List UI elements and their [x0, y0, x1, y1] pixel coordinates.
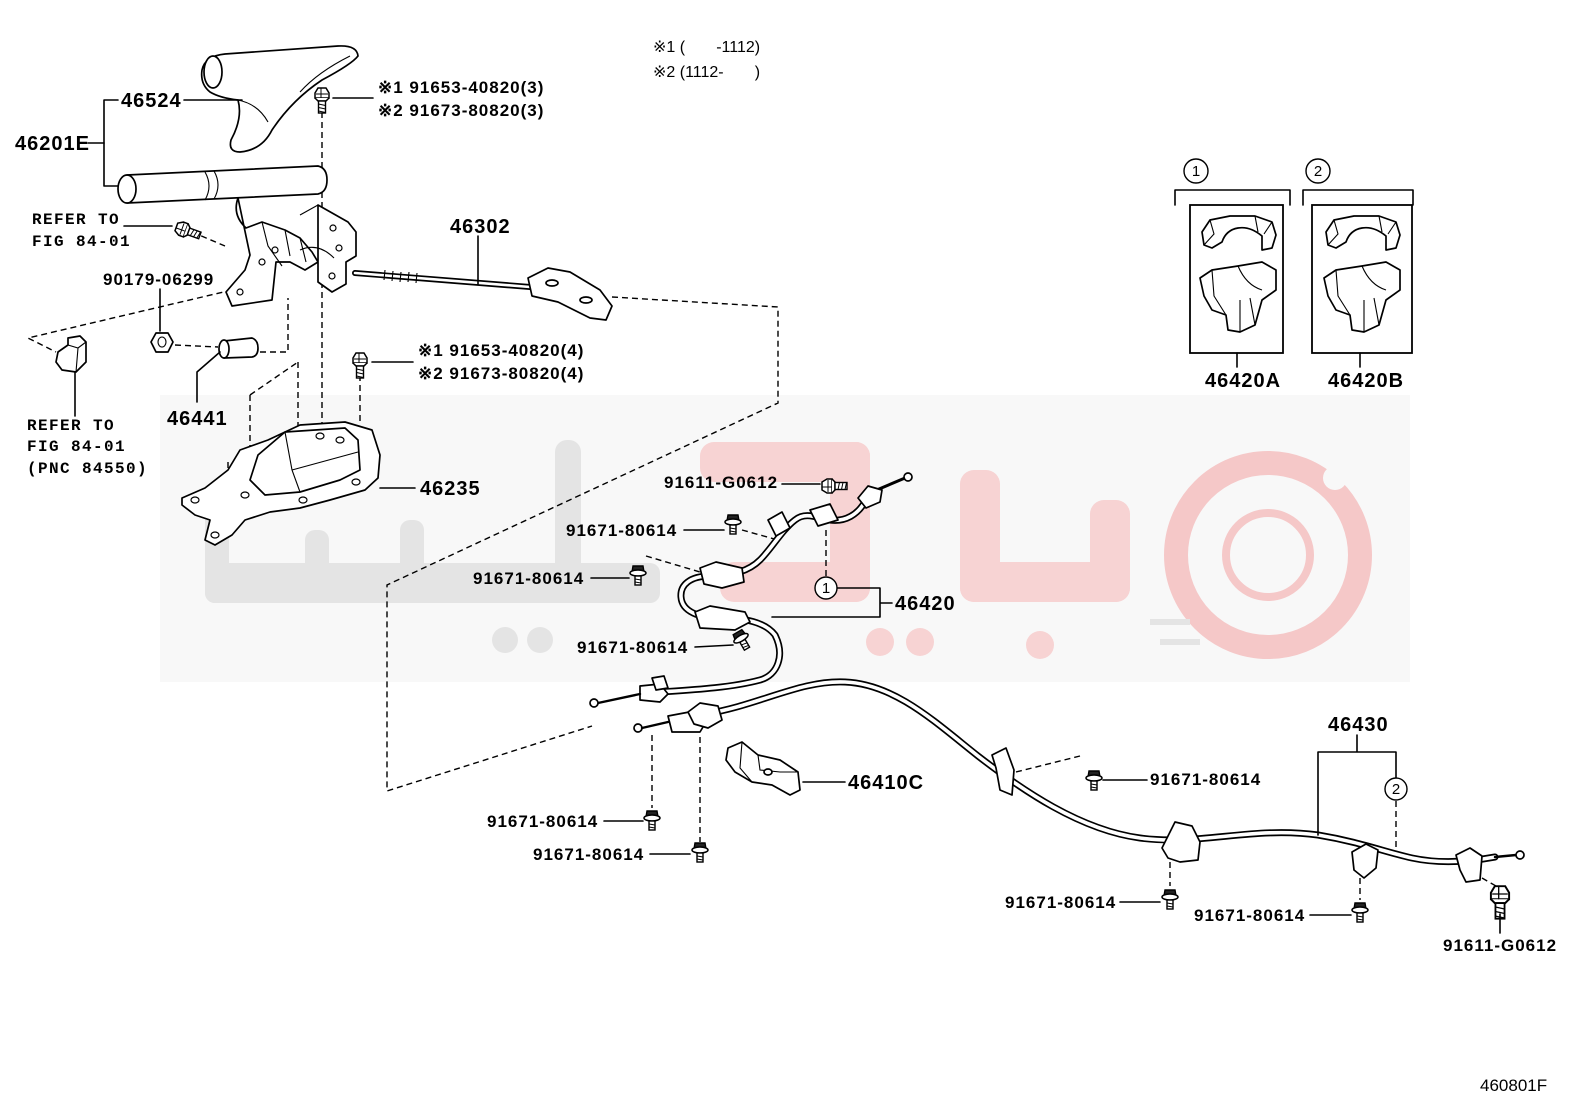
- label-ref-bottom-line-3: (PNC 84550): [27, 460, 148, 478]
- nut: [150, 332, 174, 353]
- inset-marker-2: 2: [1314, 163, 1322, 180]
- label-rod: 46302: [450, 216, 511, 238]
- label-rear-cable: 46430: [1328, 714, 1389, 736]
- illustration-code: 460801F: [1480, 1076, 1547, 1095]
- label-lever-bolt-2: ※2 91673-80820(3): [378, 101, 544, 120]
- label-bolt: 91671-80614: [577, 638, 688, 657]
- flange-bolt-icon: [691, 842, 709, 863]
- label-ref-top-line-1: REFER TO: [32, 211, 120, 229]
- label-nut: 90179-06299: [103, 270, 214, 289]
- label-bolt: 91671-80614: [1194, 906, 1305, 925]
- label-lever-subassy: 46201E: [15, 133, 90, 155]
- rod-with-equalizer: [352, 267, 613, 321]
- reference-bolt-icon: [173, 219, 203, 243]
- marker-1-label: 1: [822, 580, 830, 597]
- label-bolt: 91611-G0612: [664, 473, 778, 492]
- callout-labels: 46524 46201E ※1 91653-40820(3) ※2 91673-…: [15, 78, 1557, 955]
- effectivity-note-1: ※1 ( -1112): [653, 39, 760, 56]
- inset-marker-1: 1: [1192, 163, 1200, 180]
- marker-1: 1: [814, 576, 838, 600]
- inset-46420B: 2 46420B: [1302, 158, 1414, 392]
- assembly-dashed-lines: [25, 112, 1497, 900]
- label-bracket-bolt-2: ※2 91673-80820(4): [418, 364, 584, 383]
- label-front-cable: 46420: [895, 593, 956, 615]
- watermark-logo: [160, 395, 1410, 682]
- leader-lines: [74, 97, 1501, 934]
- label-bolt: 91671-80614: [487, 812, 598, 831]
- inset-part-46420B: 46420B: [1328, 370, 1404, 392]
- label-ref-bottom-line-1: REFER TO: [27, 417, 115, 435]
- label-pin: 46441: [167, 408, 228, 430]
- flange-bolt-icon: [1161, 889, 1179, 910]
- retainer-clip: [55, 335, 87, 373]
- rear-cable: [633, 678, 1525, 883]
- inset-46420A: 1 46420A: [1174, 158, 1291, 392]
- flange-bolt-icon: [643, 810, 661, 831]
- flange-bolt-icon: [1351, 902, 1369, 923]
- lever-bolt-icon: [314, 87, 330, 114]
- label-bolt: 91671-80614: [566, 521, 677, 540]
- marker-2-label: 2: [1392, 781, 1400, 798]
- effectivity-note-2: ※2 (1112- ): [653, 64, 760, 81]
- label-ref-bottom-line-2: FIG 84-01: [27, 438, 126, 456]
- label-lever-cover: 46524: [121, 90, 182, 112]
- cable-guide-bracket: [725, 741, 801, 796]
- label-bolt: 91671-80614: [473, 569, 584, 588]
- flange-bolt-icon: [1085, 770, 1103, 791]
- lever-bracket: [181, 421, 381, 546]
- label-bracket: 46235: [420, 478, 481, 500]
- marker-2: 2: [1384, 777, 1408, 801]
- label-bolt: 91671-80614: [533, 845, 644, 864]
- label-bolt: 91671-80614: [1005, 893, 1116, 912]
- inset-part-46420A: 46420A: [1205, 370, 1281, 392]
- bracket-bolt-icon: [352, 352, 368, 379]
- label-bolt: 91611-G0612: [1443, 936, 1557, 955]
- label-bolt: 91671-80614: [1150, 770, 1261, 789]
- label-ref-top-line-2: FIG 84-01: [32, 233, 131, 251]
- front-cable: [589, 472, 913, 708]
- label-lever-bolt-1: ※1 91653-40820(3): [378, 78, 544, 97]
- lever-assembly: [117, 165, 357, 307]
- pin: [218, 337, 259, 359]
- label-cable-guide: 46410C: [848, 772, 924, 794]
- lever-cover: [200, 45, 359, 153]
- label-bracket-bolt-1: ※1 91653-40820(4): [418, 341, 584, 360]
